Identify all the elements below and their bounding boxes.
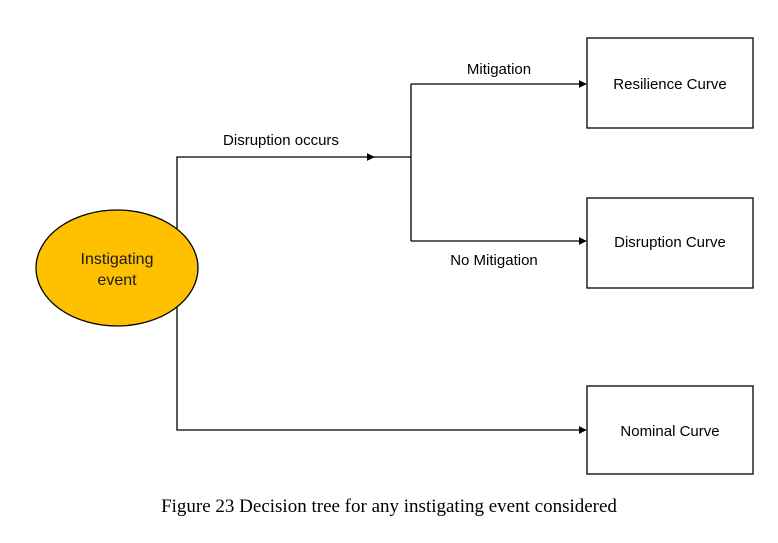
nominal-curve-label: Nominal Curve xyxy=(620,423,719,440)
instigating-event-label-line1: Instigating xyxy=(81,251,154,268)
nominal-connector xyxy=(176,306,587,434)
figure-caption: Figure 23 Decision tree for any instigat… xyxy=(161,496,617,517)
no-mitigation-label: No Mitigation xyxy=(450,252,538,269)
resilience-curve-label: Resilience Curve xyxy=(613,76,726,93)
disruption-curve-label: Disruption Curve xyxy=(614,234,726,251)
disruption-occurs-label: Disruption occurs xyxy=(223,132,339,149)
mitigation-label: Mitigation xyxy=(467,61,531,78)
resilience-curve-box xyxy=(586,37,754,129)
instigating-event-node xyxy=(35,209,199,327)
nominal-curve-box xyxy=(586,385,754,475)
disruption-connector xyxy=(176,153,375,230)
disruption-curve-box xyxy=(586,197,754,289)
instigating-event-label-line2: event xyxy=(97,272,137,289)
